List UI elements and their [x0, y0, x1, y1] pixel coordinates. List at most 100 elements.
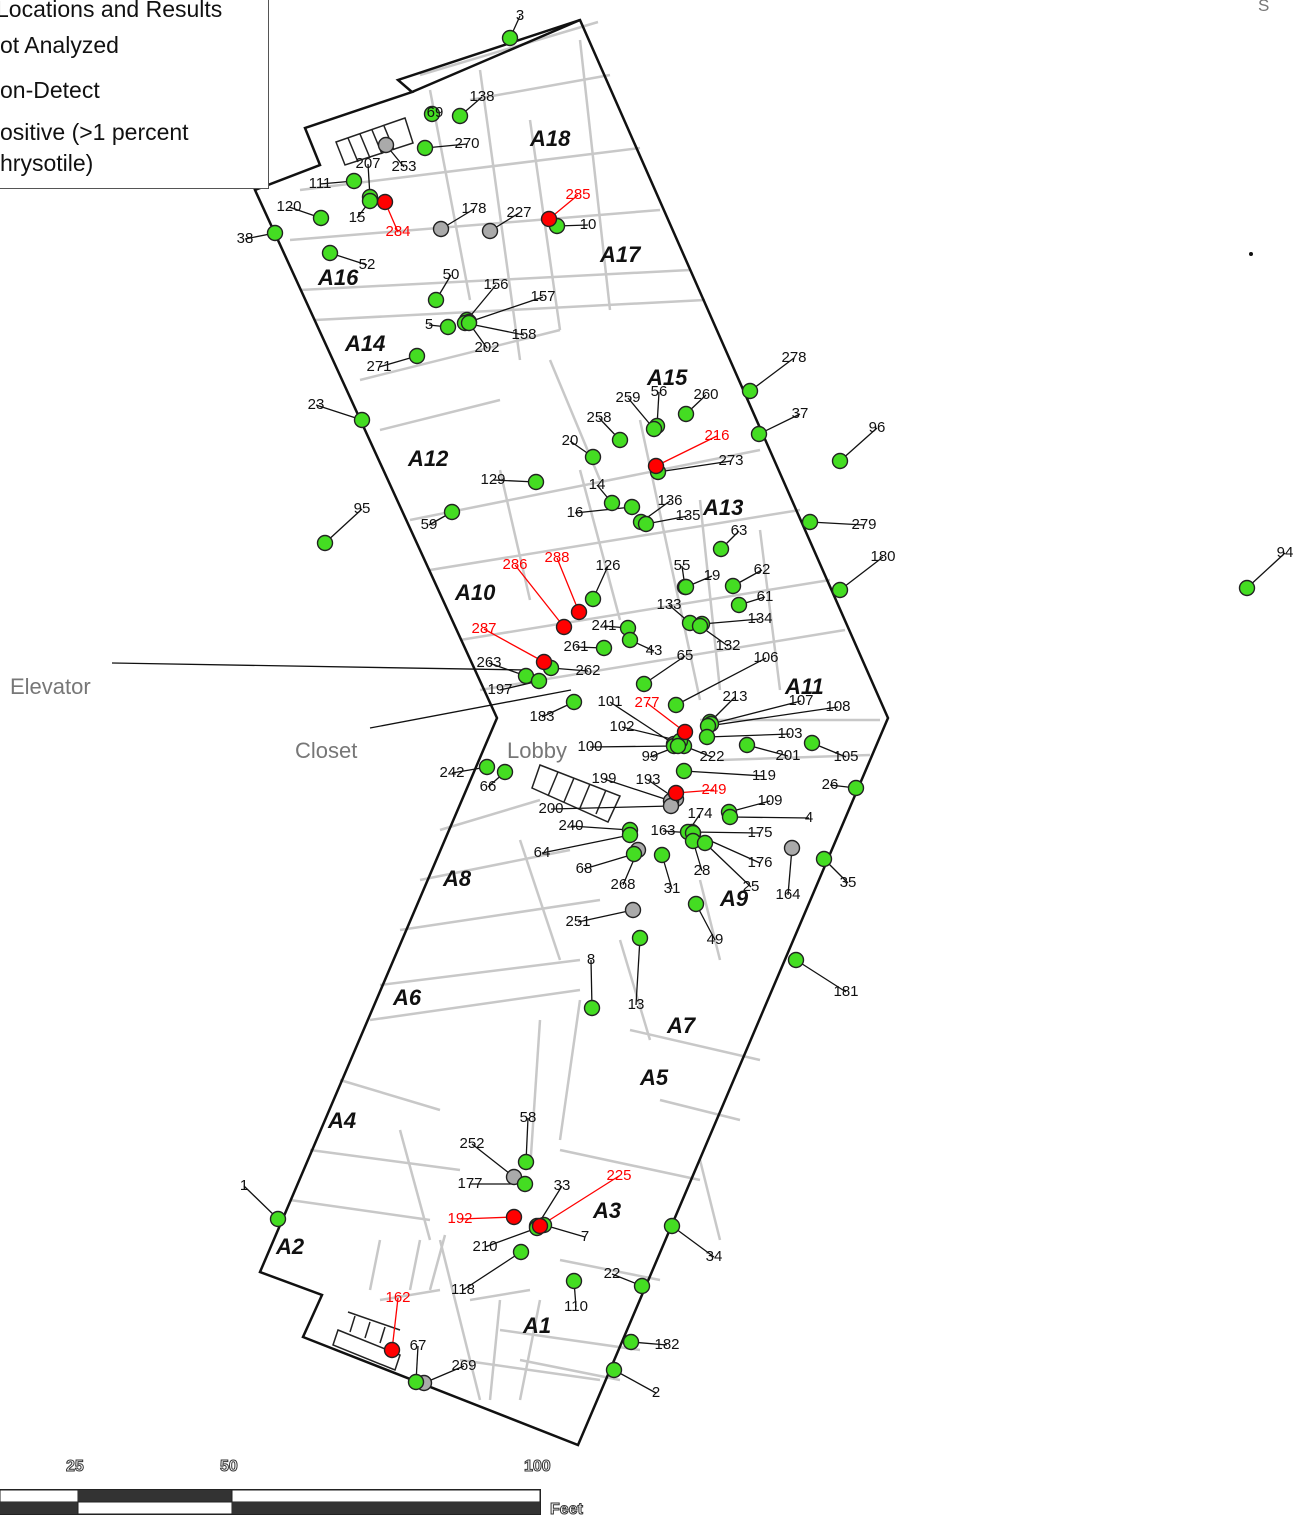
sample-point-118[interactable]: [512, 1243, 530, 1261]
sample-point-95[interactable]: [316, 534, 334, 552]
sample-point-67[interactable]: [407, 1373, 425, 1391]
sample-point-288[interactable]: [570, 603, 588, 621]
sample-point-62[interactable]: [724, 577, 742, 595]
sample-point-69[interactable]: [423, 105, 441, 123]
sample-point-119[interactable]: [675, 762, 693, 780]
sample-point-192[interactable]: [505, 1208, 523, 1226]
sample-point-4[interactable]: [721, 808, 739, 826]
sample-point-14[interactable]: [603, 494, 621, 512]
sample-point-50[interactable]: [427, 291, 445, 309]
sample-point-58[interactable]: [517, 1153, 535, 1171]
sample-point-180[interactable]: [831, 581, 849, 599]
sample-point-270[interactable]: [416, 139, 434, 157]
sample-point-162[interactable]: [383, 1341, 401, 1359]
sample-point-201[interactable]: [738, 736, 756, 754]
sample-point-253[interactable]: [377, 136, 395, 154]
sample-point-249[interactable]: [667, 784, 685, 802]
sample-point-106[interactable]: [667, 696, 685, 714]
sample-label-129: 129: [480, 471, 505, 488]
sample-point-2[interactable]: [605, 1361, 623, 1379]
scale-bar: 25 50 100 Feet: [0, 1458, 584, 1519]
sample-point-43[interactable]: [621, 631, 639, 649]
sample-point-66[interactable]: [496, 763, 514, 781]
sample-point-259[interactable]: [645, 420, 663, 438]
sample-point-287[interactable]: [535, 653, 553, 671]
sample-point-96[interactable]: [831, 452, 849, 470]
sample-point-38[interactable]: [266, 224, 284, 242]
sample-point-135[interactable]: [637, 515, 655, 533]
sample-point-164[interactable]: [783, 839, 801, 857]
sample-point-1[interactable]: [269, 1210, 287, 1228]
sample-point-20[interactable]: [584, 448, 602, 466]
sample-point-105[interactable]: [803, 734, 821, 752]
sample-label-102: 102: [609, 718, 634, 735]
sample-point-63[interactable]: [712, 540, 730, 558]
sample-point-242[interactable]: [478, 758, 496, 776]
sample-point-132[interactable]: [691, 617, 709, 635]
sample-point-178[interactable]: [432, 220, 450, 238]
sample-point-23[interactable]: [353, 411, 371, 429]
sample-point-22[interactable]: [633, 1277, 651, 1295]
sample-point-251[interactable]: [624, 901, 642, 919]
sample-point-279[interactable]: [801, 513, 819, 531]
sample-point-202[interactable]: [460, 314, 478, 332]
sample-point-5[interactable]: [439, 318, 457, 336]
sample-point-216[interactable]: [647, 457, 665, 475]
sample-point-183[interactable]: [565, 693, 583, 711]
sample-point-59[interactable]: [443, 503, 461, 521]
sample-label-55: 55: [674, 557, 691, 574]
sample-point-177[interactable]: [516, 1175, 534, 1193]
sample-point-19[interactable]: [677, 578, 695, 596]
sample-point-35[interactable]: [815, 850, 833, 868]
sample-point-3[interactable]: [501, 29, 519, 47]
area-label-a18: A18: [529, 126, 571, 151]
area-label-a5: A5: [639, 1065, 669, 1090]
sample-label-13: 13: [628, 996, 645, 1013]
sample-point-16[interactable]: [623, 498, 641, 516]
sample-point-197[interactable]: [530, 672, 548, 690]
sample-point-13[interactable]: [631, 929, 649, 947]
sample-point-261[interactable]: [595, 639, 613, 657]
sample-label-35: 35: [840, 874, 857, 891]
sample-point-65[interactable]: [635, 675, 653, 693]
sample-point-68[interactable]: [625, 845, 643, 863]
sample-point-258[interactable]: [611, 431, 629, 449]
sample-point-126[interactable]: [584, 590, 602, 608]
sample-point-278[interactable]: [741, 382, 759, 400]
sample-label-4: 4: [805, 809, 813, 826]
sample-point-26[interactable]: [847, 779, 865, 797]
sample-point-285[interactable]: [540, 210, 558, 228]
sample-point-31[interactable]: [653, 846, 671, 864]
sample-label-111: 111: [309, 175, 332, 192]
sample-point-286[interactable]: [555, 618, 573, 636]
sample-label-15: 15: [349, 209, 366, 226]
sample-point-94[interactable]: [1238, 579, 1256, 597]
sample-label-106: 106: [753, 649, 778, 666]
sample-point-227[interactable]: [481, 222, 499, 240]
sample-point-182[interactable]: [622, 1333, 640, 1351]
sample-point-225[interactable]: [531, 1217, 549, 1235]
sample-point-129[interactable]: [527, 473, 545, 491]
sample-point-99[interactable]: [669, 737, 687, 755]
sample-point-64[interactable]: [621, 826, 639, 844]
sample-leader-134: [701, 618, 761, 625]
sample-point-181[interactable]: [787, 951, 805, 969]
sample-point-271[interactable]: [408, 347, 426, 365]
sample-label-68: 68: [576, 860, 593, 877]
sample-point-61[interactable]: [730, 596, 748, 614]
sample-point-260[interactable]: [677, 405, 695, 423]
sample-point-49[interactable]: [687, 895, 705, 913]
sample-point-111[interactable]: [345, 172, 363, 190]
sample-point-110[interactable]: [565, 1272, 583, 1290]
sample-point-8[interactable]: [583, 999, 601, 1017]
sample-point-15[interactable]: [361, 192, 379, 210]
sample-point-37[interactable]: [750, 425, 768, 443]
sample-point-25[interactable]: [696, 834, 714, 852]
sample-point-284[interactable]: [376, 193, 394, 211]
sample-point-34[interactable]: [663, 1217, 681, 1235]
sample-point-52[interactable]: [321, 244, 339, 262]
sample-point-120[interactable]: [312, 209, 330, 227]
sample-point-277[interactable]: [676, 723, 694, 741]
sample-point-138[interactable]: [451, 107, 469, 125]
sample-point-103[interactable]: [698, 728, 716, 746]
